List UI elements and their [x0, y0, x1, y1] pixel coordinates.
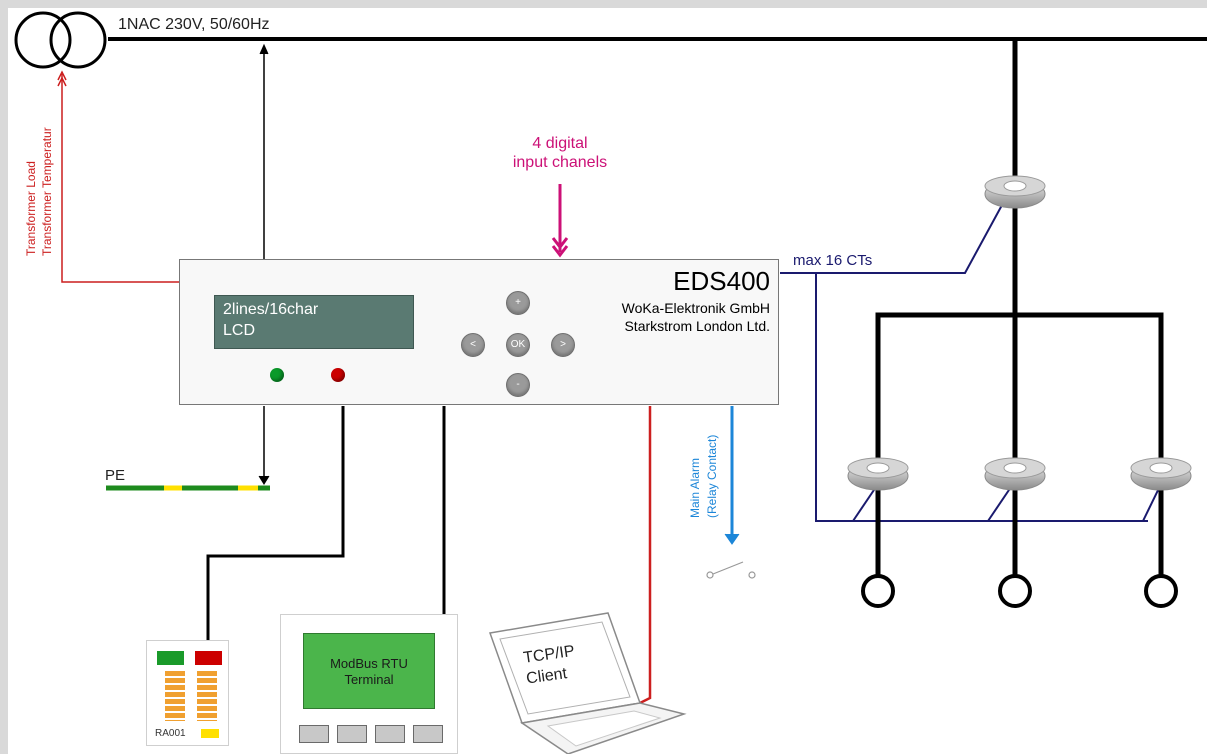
digital-input-line2: input chanels — [512, 154, 608, 171]
modbus-line1: ModBus RTU — [330, 656, 408, 671]
lcd-line2: LCD — [223, 322, 256, 339]
modbus-key-2[interactable] — [337, 725, 367, 743]
tcp-connection-line — [629, 406, 652, 710]
plus-button[interactable]: + — [506, 291, 530, 315]
ct-ring-2-icon — [984, 457, 1046, 491]
ct-wiring-top — [780, 193, 1009, 274]
load-terminal-2 — [998, 574, 1032, 608]
lcd-line1: 2lines/16char — [223, 301, 319, 318]
modbus-key-4[interactable] — [413, 725, 443, 743]
transformer-temperature-label: Transformer Temperatur — [40, 127, 54, 256]
load-terminal-1 — [861, 574, 895, 608]
main-alarm-label: Main Alarm — [688, 457, 702, 518]
load-terminal-3 — [1144, 574, 1178, 608]
device-maker-1: WoKa-Elektronik GmbH — [621, 300, 770, 316]
modbus-key-1[interactable] — [299, 725, 329, 743]
ct-ring-main-icon — [984, 175, 1046, 209]
status-led-red — [331, 368, 345, 382]
transformer-load-label: Transformer Load — [24, 161, 38, 256]
wiring-svg — [14, 11, 1207, 754]
ok-button[interactable]: OK — [506, 333, 530, 357]
tcp-client-label: TCP/IP Client — [522, 641, 579, 690]
supply-label: 1NAC 230V, 50/60Hz — [118, 16, 270, 33]
ct-ring-1-icon — [847, 457, 909, 491]
right-button[interactable]: > — [551, 333, 575, 357]
ra-bargraph-right — [197, 671, 217, 721]
pe-label: PE — [105, 467, 126, 484]
minus-button[interactable]: - — [506, 373, 530, 397]
device-maker-2: Starkstrom London Ltd. — [624, 318, 770, 334]
digital-input-line1: 4 digital — [532, 135, 588, 152]
transformer-feedback-line — [61, 74, 180, 283]
pe-connection-arrow — [258, 475, 270, 485]
ct-ring-3-icon — [1130, 457, 1192, 491]
modbus-key-3[interactable] — [375, 725, 405, 743]
ct-label: max 16 CTs — [793, 252, 873, 269]
modbus-screen: ModBus RTU Terminal — [303, 633, 435, 709]
ra-yellow-indicator — [201, 729, 219, 738]
ra-connection-line — [206, 406, 345, 644]
modbus-terminal: ModBus RTU Terminal — [280, 614, 458, 754]
ra-label: RA001 — [155, 728, 186, 739]
device-name: EDS400 — [673, 266, 770, 296]
transformer-feedback-arrow — [57, 70, 67, 87]
device-supply-arrow — [259, 43, 269, 55]
digital-input-label: 4 digital input chanels — [478, 134, 642, 172]
ra-red-lamp — [195, 651, 222, 665]
ra001-device: RA001 — [146, 640, 229, 746]
status-led-green — [270, 368, 284, 382]
ra-green-lamp — [157, 651, 184, 665]
ra-bargraph-left — [165, 671, 185, 721]
diagram-canvas: 1NAC 230V, 50/60Hz Transformer Load Tran… — [8, 8, 1207, 754]
digital-input-arrow — [551, 237, 569, 258]
modbus-line2: Terminal — [344, 672, 394, 687]
feeder-distribution-bar — [875, 312, 1164, 460]
ct-wiring-bottom — [815, 273, 1148, 522]
eds400-device: 2lines/16char LCD + < OK > - EDS400 WoKa… — [179, 259, 779, 405]
alarm-arrow — [724, 533, 740, 545]
transformer-icon — [14, 11, 107, 69]
relay-contact-icon — [706, 561, 756, 579]
lcd-display: 2lines/16char LCD — [214, 295, 414, 349]
left-button[interactable]: < — [461, 333, 485, 357]
relay-contact-label: (Relay Contact) — [705, 434, 719, 518]
laptop-icon — [488, 612, 687, 754]
